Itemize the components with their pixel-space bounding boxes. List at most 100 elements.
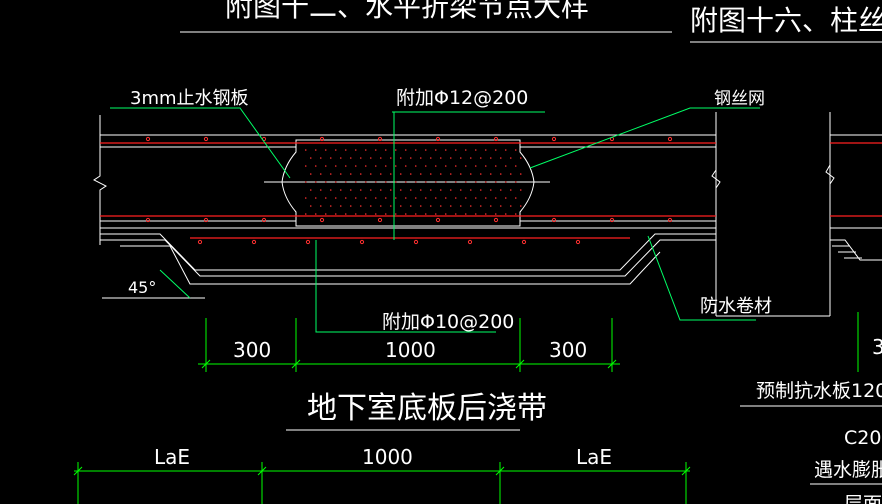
- dim-text-1000-lower: 1000: [362, 445, 413, 469]
- mesh-dot: [449, 173, 452, 175]
- mesh-dot: [399, 173, 402, 175]
- label-wire-mesh: 钢丝网: [714, 89, 765, 109]
- mesh-dot: [384, 149, 387, 151]
- mesh-dot: [429, 173, 432, 175]
- mesh-dot: [454, 165, 457, 167]
- mesh-dot: [449, 157, 452, 159]
- main-title: 地下室底板后浇带: [307, 391, 547, 426]
- rebar-section-dot: [551, 136, 557, 142]
- mesh-dot: [519, 205, 522, 207]
- mesh-dot: [364, 165, 367, 167]
- mesh-dot: [334, 213, 337, 215]
- mesh-dot: [324, 149, 327, 151]
- mesh-dot: [319, 173, 322, 175]
- rebar-section-dot: [413, 239, 419, 245]
- mesh-dot: [424, 165, 427, 167]
- mesh-dot: [514, 181, 517, 183]
- mesh-dot: [504, 213, 507, 215]
- label-bottom-rebar: 附加Φ10@200: [382, 311, 514, 333]
- rebar-section-dot: [551, 217, 557, 223]
- mesh-dot: [424, 213, 427, 215]
- mesh-dot: [329, 157, 332, 159]
- rebar-section-dot: [203, 136, 209, 142]
- mesh-dot: [369, 173, 372, 175]
- rebar-section-dot: [609, 217, 615, 223]
- mesh-dot: [504, 197, 507, 199]
- mesh-dot: [314, 149, 317, 151]
- mesh-dot: [504, 181, 507, 183]
- title-block-left: 附图十二、水平折梁节点大样: [180, 0, 672, 33]
- mesh-dot: [329, 205, 332, 207]
- mesh-dot: [519, 173, 522, 175]
- right-step: [830, 239, 882, 261]
- mesh-dot: [489, 173, 492, 175]
- mesh-dot: [424, 149, 427, 151]
- mesh-dot: [519, 157, 522, 159]
- mesh-dot: [364, 197, 367, 199]
- mesh-dot: [304, 165, 307, 167]
- mesh-dot: [474, 213, 477, 215]
- mesh-dot: [344, 149, 347, 151]
- mesh-dot: [404, 149, 407, 151]
- rebar-section-dot: [377, 136, 383, 142]
- dimension-lower: [73, 462, 691, 504]
- mesh-dot: [424, 181, 427, 183]
- slab-section: [93, 112, 882, 317]
- mesh-dot: [479, 205, 482, 207]
- pit-outline-outer: [100, 233, 716, 271]
- mesh-dot: [379, 205, 382, 207]
- mesh-dot: [404, 213, 407, 215]
- mesh-dot: [339, 157, 342, 159]
- mesh-dot: [344, 197, 347, 199]
- mesh-dot: [324, 213, 327, 215]
- mesh-dot: [369, 157, 372, 159]
- mesh-dot: [389, 205, 392, 207]
- mesh-dot: [494, 197, 497, 199]
- mesh-dot: [414, 213, 417, 215]
- mesh-dot: [454, 213, 457, 215]
- mesh-dot: [334, 181, 337, 183]
- mesh-dot: [409, 189, 412, 191]
- mesh-dot: [509, 189, 512, 191]
- mesh-dot: [479, 189, 482, 191]
- leader-bottom-rebar: [315, 240, 496, 333]
- mesh-dot: [309, 189, 312, 191]
- mesh-dot: [339, 173, 342, 175]
- mesh-dot: [514, 197, 517, 199]
- mesh-dot: [304, 181, 307, 183]
- mesh-dot: [314, 197, 317, 199]
- mesh-dot: [434, 165, 437, 167]
- label-top-rebar: 附加Φ12@200: [396, 87, 528, 109]
- mesh-dot: [479, 173, 482, 175]
- mesh-dot: [354, 165, 357, 167]
- right-label-swelling: 遇水膨胀: [814, 459, 882, 481]
- label-angle: 45°: [128, 278, 156, 297]
- rebar-section-dot: [145, 217, 151, 223]
- mesh-dot: [394, 197, 397, 199]
- right-dim-partial: 3: [872, 335, 882, 359]
- mesh-dot: [474, 181, 477, 183]
- mesh-dot: [429, 157, 432, 159]
- mesh-dot: [509, 205, 512, 207]
- rebar-section-dot: [435, 217, 441, 223]
- right-label-c20: C20: [844, 427, 881, 449]
- mesh-dot: [394, 149, 397, 151]
- mesh-dot: [474, 165, 477, 167]
- mesh-dot: [439, 157, 442, 159]
- mesh-dot: [489, 205, 492, 207]
- mesh-dot: [479, 157, 482, 159]
- mesh-dot: [419, 157, 422, 159]
- mesh-dot: [314, 165, 317, 167]
- mesh-dot: [464, 213, 467, 215]
- mesh-dot: [354, 213, 357, 215]
- mesh-dot: [404, 197, 407, 199]
- mesh-dot: [459, 205, 462, 207]
- mesh-dot: [439, 189, 442, 191]
- mesh-dot: [474, 197, 477, 199]
- mesh-dot: [329, 189, 332, 191]
- mesh-dot: [444, 165, 447, 167]
- mesh-dot: [324, 181, 327, 183]
- rebar-section-dot: [203, 217, 209, 223]
- mesh-dot: [374, 213, 377, 215]
- dim-tick-1: [201, 359, 211, 369]
